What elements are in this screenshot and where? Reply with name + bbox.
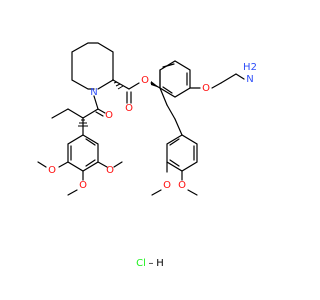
atom-n-piperidine: N xyxy=(90,87,97,98)
bond-amide-co-1 xyxy=(97,108,106,114)
atom-labels: N O O O O N H2 O O O O O Cl – H xyxy=(48,62,257,269)
bond-calpha-ch2 xyxy=(67,108,84,119)
bond-ch2a-ch2b xyxy=(166,104,176,120)
dimethoxyphenyl-ring xyxy=(166,134,198,172)
bond-ch2b-aryl xyxy=(174,118,183,136)
atom-cl-salt: Cl xyxy=(136,258,146,269)
bond-tmp-ome-left xyxy=(37,161,47,168)
atom-o-amide: O xyxy=(105,110,113,121)
bond-tmp-ome-right xyxy=(113,161,123,168)
molecule-structure: N O O O O N H2 O O O O O Cl – H xyxy=(37,42,257,269)
stereo-hash-c2 xyxy=(112,79,124,90)
bond-tmp-o-left xyxy=(58,161,69,168)
bond-ch2-ch2 xyxy=(220,73,237,84)
bond-tmp-ome-mid xyxy=(67,189,78,196)
bond-lines xyxy=(37,42,245,196)
bond-dmp-ome-right xyxy=(187,189,198,196)
bond-chiral-ch2a xyxy=(159,87,168,106)
bond-ch2-ch3 xyxy=(51,108,69,119)
atom-o-dmp-right: O xyxy=(178,180,186,191)
stereo-hash-alpha xyxy=(78,119,88,127)
atom-o-ester: O xyxy=(141,75,149,86)
stereo-wedge-ester xyxy=(151,81,160,88)
atom-o-ether: O xyxy=(202,83,210,94)
atom-o-tmp-left: O xyxy=(48,165,56,176)
bond-dmp-ome-left xyxy=(151,189,162,196)
piperidine-ring xyxy=(71,42,114,90)
atom-h2-amine: H2 xyxy=(243,62,257,73)
meta-phenyl-double-bonds xyxy=(162,63,188,94)
atom-o-tmp-mid: O xyxy=(79,180,87,191)
bond-c-oester xyxy=(128,82,140,90)
bond-o-ch2 xyxy=(211,82,222,89)
trimethoxyphenyl-double-bonds xyxy=(70,138,96,167)
bond-carbonyl-c xyxy=(112,79,130,90)
atom-o-tmp-right: O xyxy=(106,165,114,176)
bond-amide-c-calpha xyxy=(82,108,99,119)
bond-n-amide-c xyxy=(93,95,99,110)
atom-n-amine: N xyxy=(246,74,253,85)
atom-h-salt: H xyxy=(156,258,164,269)
trimethoxyphenyl-ring xyxy=(67,134,99,172)
bond-tmp-o-right xyxy=(97,161,108,168)
bond-amide-co-2 xyxy=(95,111,104,117)
bond-ch2-n xyxy=(235,73,245,80)
atom-o-ester-carbonyl: O xyxy=(125,103,133,114)
salt-dash: – xyxy=(149,258,154,269)
dimethoxyphenyl-double-bonds xyxy=(169,138,195,167)
atom-o-dmp-left: O xyxy=(163,180,171,191)
